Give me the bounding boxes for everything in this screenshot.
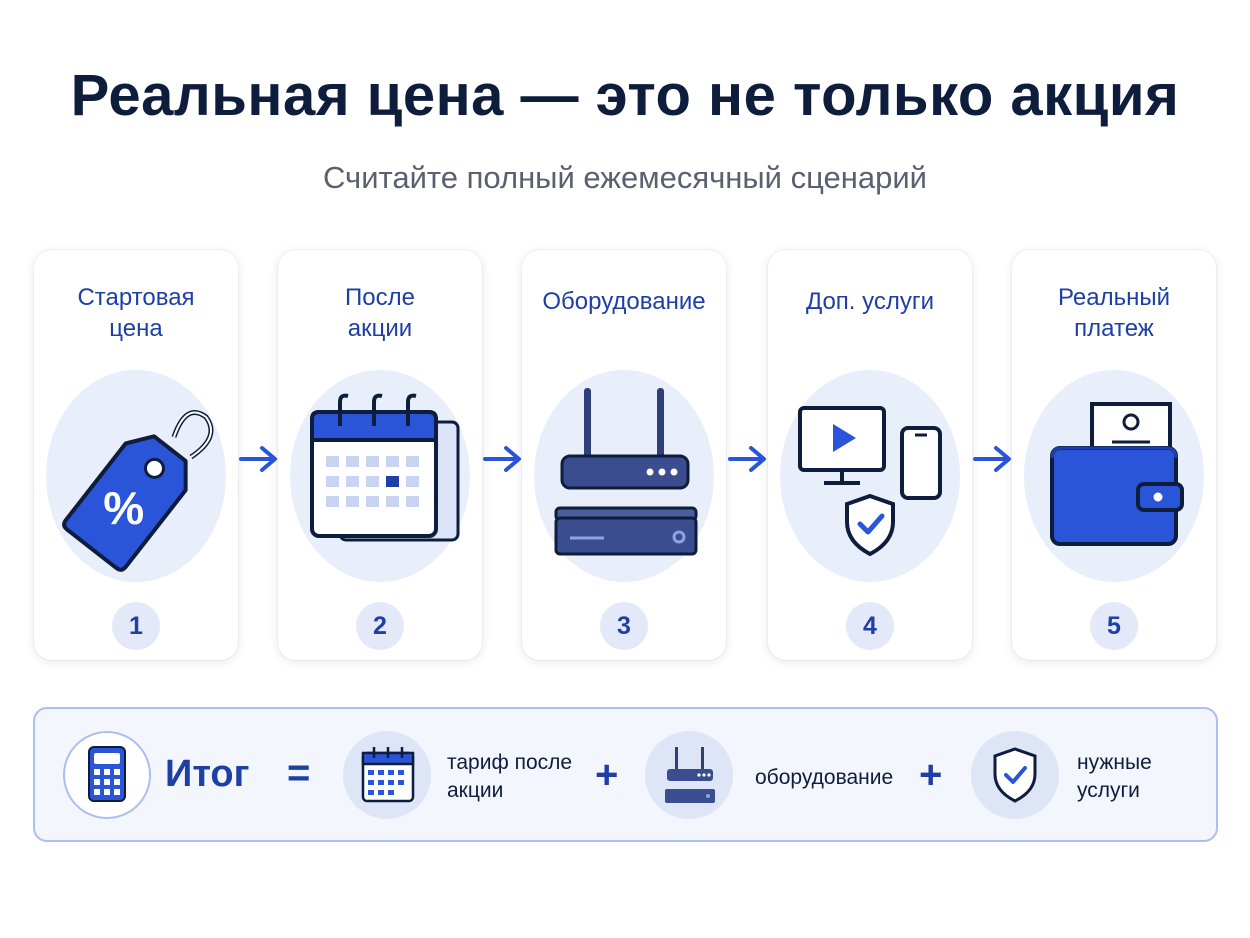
calendar-icon (361, 747, 415, 803)
step-card-2: После акции 2 (278, 250, 482, 660)
arrow-right-icon (483, 446, 521, 472)
step-number: 1 (112, 602, 160, 650)
step-number: 4 (846, 602, 894, 650)
summary-label: Итог (165, 753, 250, 795)
step-label: Доп. услуги (805, 288, 935, 315)
router-icon (554, 388, 698, 556)
router-icon (665, 747, 715, 803)
plus-sign: + (595, 753, 619, 797)
step-number: 5 (1090, 602, 1138, 650)
arrow-right-icon (239, 446, 277, 472)
step-label: Стартовая цена (77, 284, 195, 342)
calculator-badge (63, 731, 151, 819)
calculator-icon (88, 746, 126, 802)
step-card-3: Оборудование 3 (522, 250, 726, 660)
summary-icon-badge (645, 731, 733, 819)
page-title: Реальная цена — это не только акция (70, 63, 1180, 128)
summary-icon-badge (343, 731, 431, 819)
summary-item-tariff: тариф после акции (447, 751, 573, 802)
arrow-right-icon (973, 446, 1011, 472)
summary-item-services: нужные услуги (1077, 751, 1152, 802)
devices-icon (798, 406, 942, 557)
step-card-1: Стартовая цена % 1 (34, 250, 238, 660)
summary-item-equipment: оборудование (755, 766, 894, 789)
step-number: 2 (356, 602, 404, 650)
wallet-icon (1050, 402, 1184, 546)
page-subtitle: Считайте полный ежемесячный сценарий (323, 160, 927, 195)
arrow-right-icon (728, 446, 766, 472)
step-card-4: Доп. услуги 4 (768, 250, 972, 660)
equals-sign: = (287, 751, 311, 795)
price-tag-icon: % (62, 410, 214, 572)
step-label: Реальный платеж (1057, 284, 1171, 342)
plus-sign: + (919, 753, 943, 797)
svg-text:%: % (103, 482, 144, 534)
step-label: Оборудование (542, 288, 706, 315)
summary-icon-badge (971, 731, 1059, 819)
step-label: После акции (345, 284, 415, 342)
shield-check-icon (993, 747, 1037, 803)
step-number: 3 (600, 602, 648, 650)
summary-panel: Итог = тариф после акции + оборудование … (33, 707, 1218, 842)
calendar-icon (310, 393, 460, 542)
step-card-5: Реальный платеж 5 (1012, 250, 1216, 660)
